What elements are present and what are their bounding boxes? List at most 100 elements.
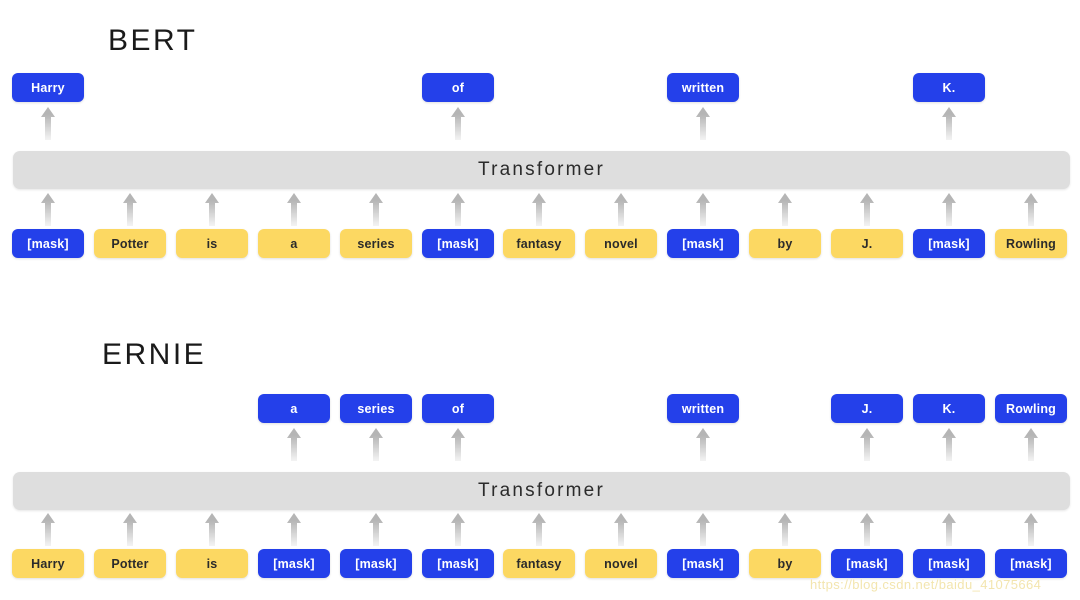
input-arrow-ernie-10: [859, 512, 875, 546]
input-token-bert-6[interactable]: fantasy: [503, 229, 575, 258]
input-arrow-bert-7: [613, 192, 629, 226]
input-token-ernie-11[interactable]: [mask]: [913, 549, 985, 578]
input-arrow-ernie-5: [450, 512, 466, 546]
input-token-ernie-2[interactable]: is: [176, 549, 248, 578]
output-arrow-ernie-8: [695, 427, 711, 461]
token-label: by: [777, 236, 793, 251]
input-token-bert-1[interactable]: Potter: [94, 229, 166, 258]
input-token-ernie-6[interactable]: fantasy: [503, 549, 575, 578]
token-label: Rowling: [1005, 236, 1056, 251]
token-label: J.: [861, 236, 873, 251]
input-token-ernie-8[interactable]: [mask]: [667, 549, 739, 578]
output-arrow-bert-11: [941, 106, 957, 140]
input-token-ernie-1[interactable]: Potter: [94, 549, 166, 578]
output-arrow-ernie-12: [1023, 427, 1039, 461]
input-token-bert-4[interactable]: series: [340, 229, 412, 258]
input-token-ernie-12[interactable]: [mask]: [995, 549, 1067, 578]
token-label: of: [451, 401, 465, 416]
input-token-bert-8[interactable]: [mask]: [667, 229, 739, 258]
token-label: Potter: [111, 236, 149, 251]
output-arrow-ernie-11: [941, 427, 957, 461]
token-label: J.: [861, 401, 873, 416]
input-arrow-ernie-11: [941, 512, 957, 546]
input-token-bert-2[interactable]: is: [176, 229, 248, 258]
input-token-ernie-10[interactable]: [mask]: [831, 549, 903, 578]
output-token-ernie-3[interactable]: a: [258, 394, 330, 423]
input-arrow-ernie-8: [695, 512, 711, 546]
input-arrow-ernie-7: [613, 512, 629, 546]
output-token-bert-0[interactable]: Harry: [12, 73, 84, 102]
output-token-ernie-5[interactable]: of: [422, 394, 494, 423]
input-arrow-ernie-0: [40, 512, 56, 546]
input-token-bert-7[interactable]: novel: [585, 229, 657, 258]
token-label: fantasy: [516, 556, 562, 571]
input-token-bert-9[interactable]: by: [749, 229, 821, 258]
output-arrow-ernie-3: [286, 427, 302, 461]
output-token-ernie-10[interactable]: J.: [831, 394, 903, 423]
token-label: Potter: [111, 556, 149, 571]
token-label: written: [681, 80, 725, 95]
section-title-ernie: ERNIE: [102, 338, 207, 371]
input-arrow-bert-12: [1023, 192, 1039, 226]
output-token-ernie-4[interactable]: series: [340, 394, 412, 423]
output-token-bert-5[interactable]: of: [422, 73, 494, 102]
output-arrow-bert-0: [40, 106, 56, 140]
input-arrow-bert-8: [695, 192, 711, 226]
input-arrow-ernie-4: [368, 512, 384, 546]
token-label: [mask]: [437, 236, 479, 251]
transformer-block-bert: Transformer: [13, 151, 1070, 189]
input-token-ernie-9[interactable]: by: [749, 549, 821, 578]
token-label: of: [451, 80, 465, 95]
input-arrow-bert-6: [531, 192, 547, 226]
output-token-bert-8[interactable]: written: [667, 73, 739, 102]
input-token-ernie-5[interactable]: [mask]: [422, 549, 494, 578]
token-label: novel: [604, 556, 638, 571]
input-token-bert-10[interactable]: J.: [831, 229, 903, 258]
input-arrow-bert-0: [40, 192, 56, 226]
token-label: K.: [942, 80, 956, 95]
output-arrow-bert-5: [450, 106, 466, 140]
output-token-ernie-8[interactable]: written: [667, 394, 739, 423]
token-label: fantasy: [516, 236, 562, 251]
input-arrow-bert-4: [368, 192, 384, 226]
token-label: [mask]: [846, 556, 888, 571]
input-token-ernie-0[interactable]: Harry: [12, 549, 84, 578]
output-arrow-ernie-10: [859, 427, 875, 461]
watermark-text: https://blog.csdn.net/baidu_41075664: [810, 577, 1042, 592]
input-token-bert-3[interactable]: a: [258, 229, 330, 258]
token-label: Rowling: [1005, 401, 1056, 416]
input-token-bert-12[interactable]: Rowling: [995, 229, 1067, 258]
input-token-bert-11[interactable]: [mask]: [913, 229, 985, 258]
input-token-ernie-3[interactable]: [mask]: [258, 549, 330, 578]
input-token-ernie-7[interactable]: novel: [585, 549, 657, 578]
token-label: [mask]: [1010, 556, 1052, 571]
input-arrow-bert-3: [286, 192, 302, 226]
input-arrow-bert-5: [450, 192, 466, 226]
output-arrow-ernie-5: [450, 427, 466, 461]
output-token-ernie-11[interactable]: K.: [913, 394, 985, 423]
input-arrow-ernie-6: [531, 512, 547, 546]
token-label: K.: [942, 401, 956, 416]
input-token-bert-5[interactable]: [mask]: [422, 229, 494, 258]
input-arrow-bert-2: [204, 192, 220, 226]
token-label: by: [777, 556, 793, 571]
token-label: [mask]: [27, 236, 69, 251]
input-arrow-ernie-2: [204, 512, 220, 546]
transformer-label: Transformer: [478, 480, 605, 501]
token-label: series: [357, 236, 395, 251]
input-arrow-ernie-1: [122, 512, 138, 546]
output-token-ernie-12[interactable]: Rowling: [995, 394, 1067, 423]
input-token-ernie-4[interactable]: [mask]: [340, 549, 412, 578]
output-token-bert-11[interactable]: K.: [913, 73, 985, 102]
token-label: [mask]: [273, 556, 315, 571]
input-arrow-ernie-3: [286, 512, 302, 546]
transformer-label: Transformer: [478, 159, 605, 180]
input-arrow-bert-10: [859, 192, 875, 226]
token-label: Harry: [31, 556, 65, 571]
token-label: Harry: [31, 80, 65, 95]
token-label: written: [681, 401, 725, 416]
input-arrow-bert-11: [941, 192, 957, 226]
token-label: [mask]: [437, 556, 479, 571]
input-token-bert-0[interactable]: [mask]: [12, 229, 84, 258]
